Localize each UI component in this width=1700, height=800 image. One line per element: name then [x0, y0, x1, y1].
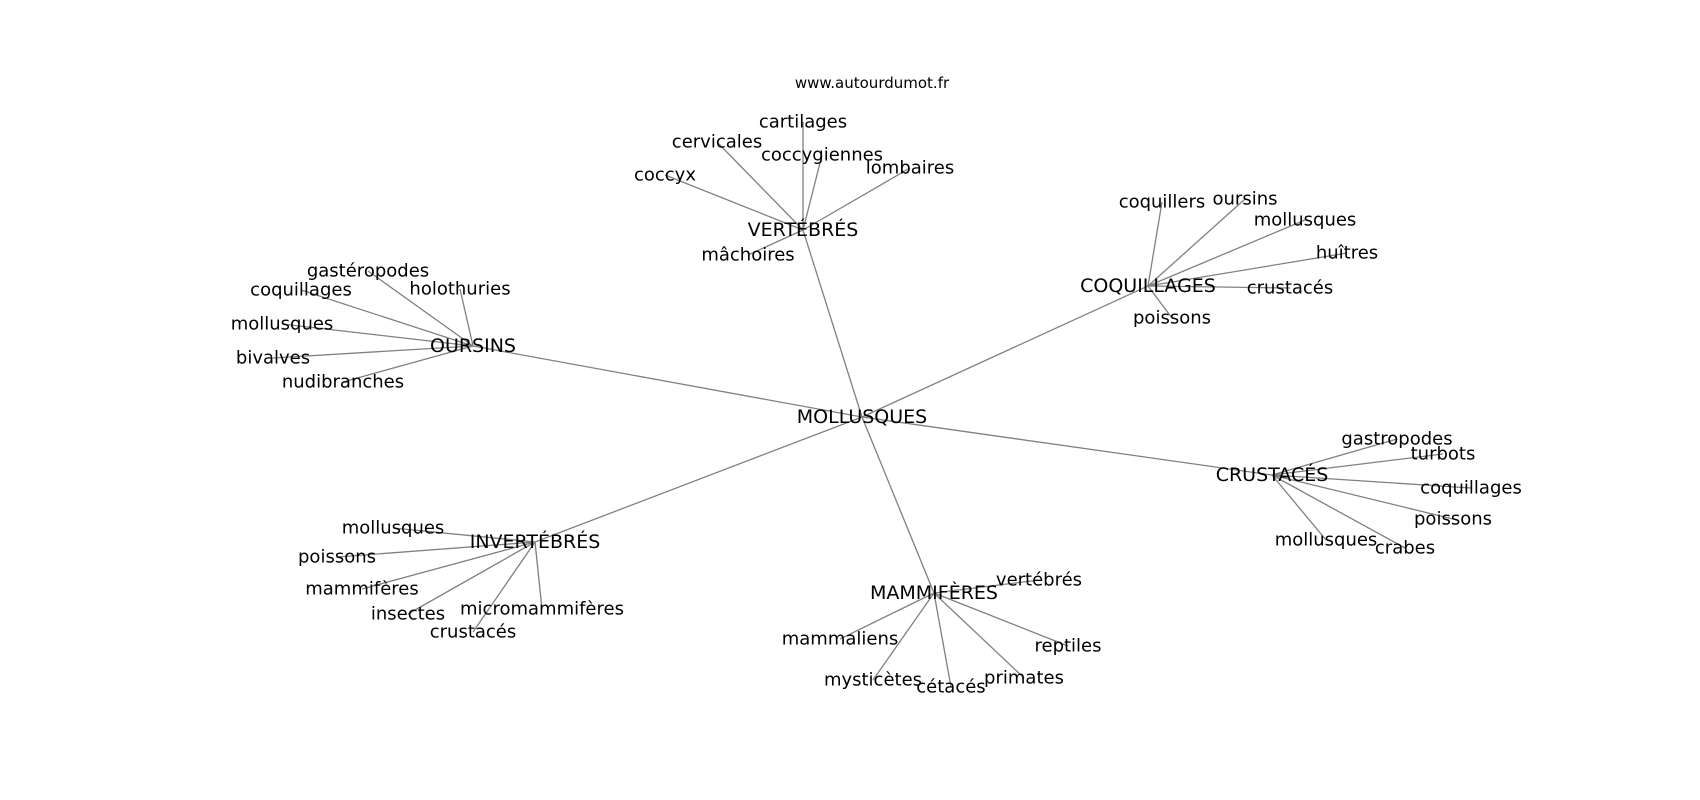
edge-oursins-nudibranches: [342, 345, 474, 383]
leaf-node-mammiferes-mysticetes[interactable]: mysticètes: [824, 670, 922, 691]
edge-oursins-holothuries: [459, 288, 474, 347]
leaf-node-coquillages-coquillers[interactable]: coquillers: [1119, 192, 1206, 213]
leaf-node-vertebres-machoires[interactable]: mâchoires: [701, 245, 794, 266]
hub-node-coquillages[interactable]: COQUILLAGES: [1080, 275, 1216, 297]
hub-node-oursins[interactable]: OURSINS: [430, 335, 516, 357]
edge-center-oursins: [472, 345, 863, 418]
leaf-node-invertebres-crustaces[interactable]: crustacés: [430, 622, 517, 643]
edge-mammiferes-reptiles: [933, 592, 1069, 647]
edge-oursins-coquillages: [300, 289, 474, 347]
hub-node-invertebres[interactable]: INVERTÉBRÉS: [470, 530, 601, 553]
hub-node-crustaces[interactable]: CRUSTACÉS: [1216, 463, 1329, 486]
edge-invertebres-poissons: [336, 541, 536, 558]
leaf-node-vertebres-lombaires[interactable]: lombaires: [866, 158, 954, 179]
edge-coquillages-crustaces: [1147, 285, 1291, 289]
leaf-node-crustaces-poissons[interactable]: poissons: [1414, 509, 1492, 530]
edge-center-invertebres: [534, 416, 863, 543]
edge-crustaces-poissons: [1271, 474, 1454, 520]
edge-crustaces-coquillages: [1271, 474, 1472, 489]
leaf-node-oursins-holothuries[interactable]: holothuries: [409, 279, 510, 300]
edge-crustaces-crabes: [1271, 474, 1406, 549]
leaf-node-vertebres-cartilages[interactable]: cartilages: [759, 112, 847, 133]
edge-center-vertebres: [802, 229, 863, 418]
leaf-node-coquillages-oursins[interactable]: oursins: [1213, 189, 1278, 210]
hub-node-vertebres[interactable]: VERTÉBRÉS: [748, 218, 859, 241]
edge-coquillages-mollusques: [1147, 219, 1306, 287]
edge-invertebres-insectes: [407, 541, 536, 615]
edge-invertebres-mammiferes: [361, 541, 536, 590]
leaf-node-oursins-mollusques[interactable]: mollusques: [231, 314, 334, 335]
leaf-node-oursins-bivalves[interactable]: bivalves: [236, 348, 310, 369]
leaf-node-crustaces-turbots[interactable]: turbots: [1411, 444, 1476, 465]
leaf-node-mammiferes-mammaliens[interactable]: mammaliens: [782, 629, 899, 650]
edge-center-crustaces: [861, 416, 1273, 476]
leaf-node-oursins-nudibranches[interactable]: nudibranches: [282, 372, 404, 393]
source-label: www.autourdumot.fr: [795, 74, 950, 92]
leaf-node-oursins-gasteropodes[interactable]: gastéropodes: [307, 261, 429, 282]
edge-mammiferes-primates: [933, 592, 1025, 679]
leaf-node-invertebres-poissons[interactable]: poissons: [298, 547, 376, 568]
edge-crustaces-mollusques: [1271, 474, 1327, 541]
hub-node-mammiferes[interactable]: MAMMIFÈRES: [870, 581, 998, 604]
edge-coquillages-oursins: [1147, 198, 1246, 287]
edge-oursins-bivalves: [272, 345, 474, 359]
leaf-node-coquillages-poissons[interactable]: poissons: [1133, 308, 1211, 329]
edge-coquillages-coquillers: [1147, 201, 1163, 287]
leaf-node-vertebres-coccygiennes[interactable]: coccygiennes: [761, 145, 883, 166]
leaf-node-invertebres-mammiferes[interactable]: mammifères: [305, 579, 419, 600]
edge-center-coquillages: [861, 285, 1149, 418]
leaf-node-crustaces-coquillages[interactable]: coquillages: [1420, 478, 1522, 499]
edge-mammiferes-mammaliens: [839, 592, 935, 640]
leaf-node-mammiferes-vertebres[interactable]: vertébrés: [996, 570, 1082, 591]
center-node-mollusques[interactable]: MOLLUSQUES: [797, 406, 927, 428]
edge-invertebres-mollusques: [392, 527, 536, 543]
edge-vertebres-lombaires: [802, 167, 911, 231]
leaf-node-crustaces-gastropodes[interactable]: gastropodes: [1341, 429, 1452, 450]
leaf-node-coquillages-huitres[interactable]: huîtres: [1316, 243, 1378, 264]
leaf-node-vertebres-coccyx[interactable]: coccyx: [634, 165, 696, 186]
leaf-node-invertebres-insectes[interactable]: insectes: [371, 604, 445, 625]
edge-vertebres-coccygiennes: [802, 154, 823, 231]
edge-oursins-mollusques: [281, 323, 474, 347]
edge-crustaces-gastropodes: [1271, 438, 1398, 476]
edge-invertebres-micromammiferes: [534, 541, 543, 610]
edge-vertebres-coccyx: [664, 174, 804, 231]
leaf-node-crustaces-crabes[interactable]: crabes: [1375, 538, 1435, 559]
leaf-node-mammiferes-cetaces[interactable]: cétacés: [916, 677, 985, 698]
edge-vertebres-cervicales: [716, 141, 804, 231]
edge-center-mammiferes: [861, 416, 935, 594]
edge-mammiferes-mysticetes: [872, 592, 935, 681]
leaf-node-invertebres-micromammiferes[interactable]: micromammifères: [460, 599, 624, 620]
edge-vertebres-machoires: [747, 229, 804, 256]
leaf-node-mammiferes-primates[interactable]: primates: [984, 668, 1064, 689]
leaf-node-coquillages-crustaces[interactable]: crustacés: [1247, 278, 1334, 299]
edge-oursins-gasteropodes: [367, 270, 474, 347]
edge-invertebres-crustaces: [472, 541, 536, 633]
edge-mammiferes-cetaces: [933, 592, 952, 688]
leaf-node-vertebres-cervicales[interactable]: cervicales: [672, 132, 762, 153]
edge-coquillages-poissons: [1147, 285, 1173, 319]
edges-layer: [272, 122, 1472, 688]
leaf-node-coquillages-mollusques[interactable]: mollusques: [1254, 210, 1357, 231]
edge-coquillages-huitres: [1147, 252, 1348, 287]
leaf-node-crustaces-mollusques[interactable]: mollusques: [1275, 530, 1378, 551]
leaf-node-invertebres-mollusques[interactable]: mollusques: [342, 518, 445, 539]
edge-mammiferes-vertebres: [933, 579, 1040, 594]
leaf-node-oursins-coquillages[interactable]: coquillages: [250, 280, 352, 301]
leaf-node-mammiferes-reptiles[interactable]: reptiles: [1034, 636, 1101, 657]
edge-crustaces-turbots: [1271, 453, 1444, 476]
